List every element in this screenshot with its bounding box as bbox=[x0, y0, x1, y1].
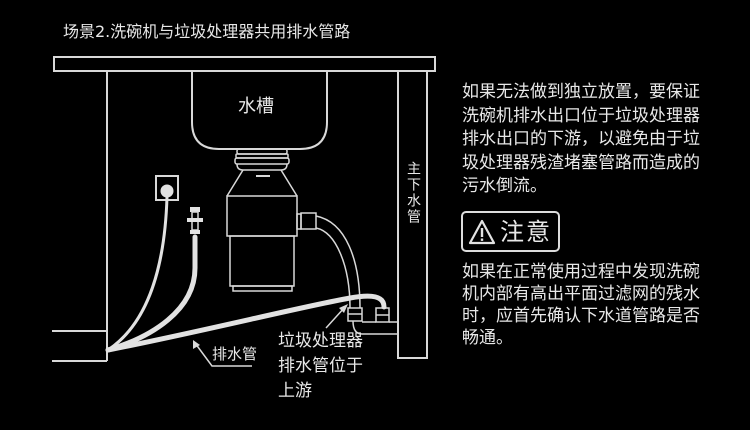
notice-line: 机内部有高出平面过滤网的残水 bbox=[462, 284, 700, 304]
notice-line: 如果在正常使用过程中发现洗碗 bbox=[462, 262, 700, 282]
note-line: 圾处理器残渣堵塞管路而造成的 bbox=[462, 152, 700, 173]
label-line: 垃圾处理器 bbox=[278, 331, 363, 351]
countertop bbox=[53, 56, 436, 72]
arrowhead-icon bbox=[193, 340, 200, 349]
disposer-drain-pipe-inner bbox=[315, 227, 351, 309]
label-line: 上游 bbox=[278, 381, 312, 401]
disposer-neck bbox=[236, 163, 288, 171]
arrowhead-icon bbox=[339, 304, 348, 313]
disposer-lower-body bbox=[229, 235, 295, 287]
warning-triangle-icon bbox=[468, 219, 496, 244]
disposer-drain-label: 垃圾处理器 排水管位于 上游 bbox=[278, 329, 363, 404]
valve-bottom-cap bbox=[190, 230, 200, 234]
notice-text: 如果在正常使用过程中发现洗碗 机内部有高出平面过滤网的残水 时，应首先确认下水道… bbox=[462, 261, 700, 349]
disposer-outlet bbox=[300, 212, 317, 230]
valve-crossbar bbox=[187, 218, 203, 222]
note-line: 排水出口的下游，以避免由于垃 bbox=[462, 129, 700, 149]
outlet-plug bbox=[160, 184, 174, 198]
plumbing-diagram bbox=[52, 56, 436, 367]
disposer-drain-pipe-outer bbox=[315, 215, 361, 309]
drain-hose-leader bbox=[194, 342, 252, 367]
note-line: 如果无法做到独立放置，要保证 bbox=[462, 82, 700, 102]
disposer-flange-ring bbox=[234, 157, 290, 165]
valve-top-cap bbox=[190, 207, 200, 212]
sink-label: 水槽 bbox=[238, 96, 274, 117]
tee-pipe-bottom bbox=[352, 320, 398, 335]
note-line: 污水倒流。 bbox=[462, 176, 547, 196]
main-drain-pipe bbox=[397, 71, 428, 359]
installation-note: 如果无法做到独立放置，要保证 洗碗机排水出口位于垃圾处理器 排水出口的下游，以避… bbox=[462, 81, 700, 199]
disposer-upper-body bbox=[226, 195, 298, 237]
power-cord bbox=[106, 195, 169, 352]
disposer-cone bbox=[226, 169, 298, 197]
page-title: 场景2.洗碗机与垃圾处理器共用排水管路 bbox=[63, 22, 351, 41]
label-line: 排水管位于 bbox=[278, 356, 363, 376]
disposer-base bbox=[232, 285, 293, 292]
drain-hose-label: 排水管 bbox=[212, 345, 258, 363]
notice-label: 注意 bbox=[500, 217, 552, 246]
notice-line: 时，应首先确认下水道管路是否 bbox=[462, 306, 700, 326]
notice-line: 畅通。 bbox=[462, 328, 513, 348]
note-line: 洗碗机排水出口位于垃圾处理器 bbox=[462, 105, 700, 126]
notice-badge: 注意 bbox=[461, 211, 560, 252]
main-drain-label: 主下水管 bbox=[405, 161, 421, 225]
dishwasher-drain-hose bbox=[105, 293, 387, 353]
